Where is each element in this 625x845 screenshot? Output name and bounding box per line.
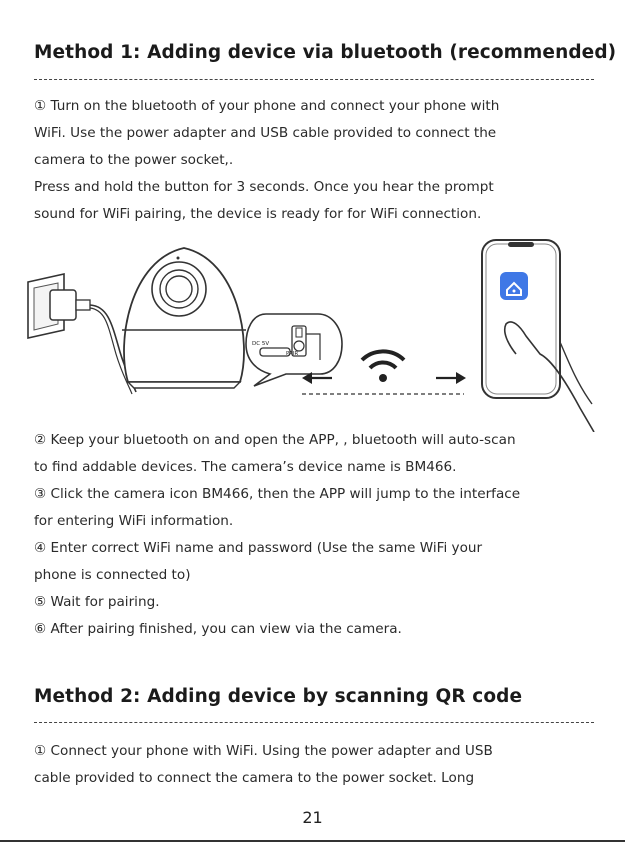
port-detail-callout: DC 5V PAIR [245, 313, 343, 387]
step-line: for entering WiFi information. [34, 513, 234, 529]
method1-intro-line: Press and hold the button for 3 seconds.… [34, 179, 494, 195]
method1-intro-line: camera to the power socket,. [34, 152, 234, 168]
arrow-right-icon [436, 372, 466, 384]
step-line: ③ Click the camera icon BM466, then the … [34, 486, 521, 502]
step-line: ⑤ Wait for pairing. [34, 594, 160, 610]
step-line: ⑥ After pairing finished, you can view v… [34, 621, 402, 637]
step-line: to find addable devices. The camera’s de… [34, 459, 457, 475]
method2-title: Method 2: Adding device by scanning QR c… [34, 686, 523, 707]
page-bottom-rule [0, 840, 625, 842]
method1-title: Method 1: Adding device via bluetooth (r… [34, 42, 617, 63]
step-line: phone is connected to) [34, 567, 191, 583]
wifi-icon [360, 349, 406, 382]
method1-intro-line: sound for WiFi pairing, the device is re… [34, 206, 482, 222]
pairing-illustration: DC 5V PAIR [27, 239, 595, 432]
power-plug-icon [27, 273, 91, 339]
smartphone [481, 239, 561, 399]
arrow-left-icon [302, 372, 332, 384]
pair-button-label: PAIR [286, 351, 298, 357]
dc-port-label: DC 5V [252, 341, 269, 347]
section-divider [34, 722, 594, 723]
step-line: ④ Enter correct WiFi name and password (… [34, 540, 483, 556]
camera-device [122, 247, 246, 389]
page-number: 21 [302, 808, 323, 827]
method2-line: ① Connect your phone with WiFi. Using th… [34, 743, 493, 759]
method2-line: cable provided to connect the camera to … [34, 770, 475, 786]
section-divider [34, 79, 594, 80]
step-line: ② Keep your bluetooth on and open the AP… [34, 432, 516, 448]
method1-intro-line: WiFi. Use the power adapter and USB cabl… [34, 125, 497, 141]
method1-intro-line: ① Turn on the bluetooth of your phone an… [34, 98, 500, 114]
